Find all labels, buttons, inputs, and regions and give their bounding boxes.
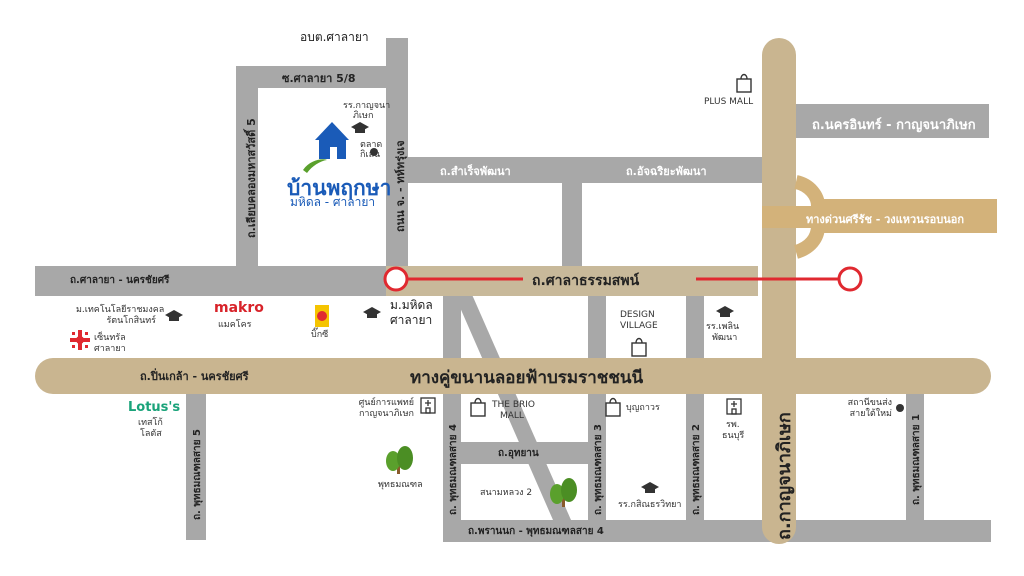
label-rr-phoem-1: รร.เพลิน <box>706 322 740 332</box>
shopping-bag-icon <box>470 397 486 417</box>
road-samret <box>386 157 764 183</box>
bigc-logo-icon <box>315 305 329 327</box>
lotus-logo: Lotus's <box>128 400 181 415</box>
road-label-salaya-nakhon: ถ.ศาลายา - นครชัยศรี <box>70 275 170 286</box>
road-label-kanchanarat: ถนน จ. - ทห์ทรุ่งเจ <box>394 140 407 232</box>
road-phutthamonthon4 <box>443 296 461 540</box>
label-bigc: บิ๊กซี <box>311 330 329 340</box>
label-rmut-2: รัตนโกสินทร์ <box>106 316 156 326</box>
label-central-2: ศาลายา <box>94 344 126 354</box>
road-label-pinklao: ถ.ปิ่นเกล้า - นครชัยศรี <box>140 370 249 383</box>
road-label-phutthamonthon5: ถ. พุทธมณฑลสาย 5 <box>192 429 203 520</box>
road-sieb-klong <box>236 66 258 278</box>
label-thonburi-2: ธนบุรี <box>722 431 745 441</box>
bus-station-dot-icon <box>896 404 904 412</box>
label-design-2: VILLAGE <box>620 321 658 331</box>
road-label-salathammasop: ถ.ศาลาธรรมสพน์ <box>532 273 640 289</box>
house-icon <box>315 122 349 159</box>
label-sanam-luang: สนามหลวง 2 <box>480 488 533 498</box>
graduation-cap-icon <box>641 482 659 493</box>
brand-name: บ้านพฤกษา <box>287 176 392 200</box>
graduation-cap-icon <box>351 122 369 133</box>
label-plus-mall: PLUS MALL <box>704 97 754 107</box>
hospital-icon <box>420 397 436 414</box>
makro-logo: makro <box>214 300 264 316</box>
marker-start <box>383 266 409 292</box>
graduation-cap-icon <box>716 306 734 317</box>
label-rr-satit: รร.กสิณธรวิทยา <box>618 500 682 510</box>
label-mahidol-1: ม.มหิดล <box>390 298 433 312</box>
label-rr-kanchana-2: ภิเษก <box>353 111 374 121</box>
road-label-phutthamonthon3: ถ. พุทธมณฑลสาย 3 <box>593 424 604 515</box>
road-label-boromratchachonnanee: ทางคู่ขนานลอยฟ้าบรมราชชนนี <box>410 368 644 388</box>
road-expressway <box>762 206 990 228</box>
label-talad-1: ตลาด <box>360 140 383 150</box>
label-rr-kanchana-1: รร.กาญจนา <box>343 101 391 111</box>
label-mahidol-2: ศาลายา <box>390 313 433 327</box>
road-label-salaya-58: ซ.ศาลายา 5/8 <box>282 72 356 85</box>
label-hospital-1: ศูนย์การแพทย์ <box>358 398 414 408</box>
graduation-cap-icon <box>363 307 381 318</box>
label-bunthavorn: บุญถาวร <box>626 403 660 413</box>
road-phranon <box>443 520 991 542</box>
road-label-kanchanaphisek: ถ.กาญจนาภิเษก <box>774 412 795 540</box>
road-phutthamonthon3 <box>588 296 606 540</box>
road-phutthamonthon5 <box>186 392 206 540</box>
road-label-atchariya: ถ.อัจฉริยะพัฒนา <box>626 165 707 178</box>
label-design-1: DESIGN <box>620 310 655 320</box>
label-brio-2: MALL <box>500 411 524 421</box>
shopping-bag-icon <box>605 397 621 417</box>
road-label-phranon: ถ.พรานนก - พุทธมณฑลสาย 4 <box>468 526 604 537</box>
graduation-cap-icon <box>165 310 183 321</box>
road-label-expressway: ทางด่วนศรีรัช - วงแหวนรอบนอก <box>806 213 964 226</box>
label-brio-1: THE BRIO <box>492 400 535 410</box>
label-bus-2: สายใต้ใหม่ <box>849 409 892 419</box>
label-lotus-1: เทสโก้ <box>138 418 163 428</box>
road-connector <box>562 183 582 269</box>
hospital-icon <box>726 398 742 415</box>
label-talad-2: กิเลน <box>360 150 381 160</box>
minor-roads <box>35 38 991 542</box>
label-bus-1: สถานีขนส่ง <box>847 398 892 408</box>
road-label-nakhon-in: ถ.นครอินทร์ - กาญจนาภิเษก <box>812 118 976 133</box>
tree-icon <box>386 446 413 474</box>
label-hospital-2: กาญจนาภิเษก <box>358 409 414 419</box>
shopping-bag-icon <box>631 337 647 357</box>
label-thonburi-1: รพ. <box>726 420 740 430</box>
label-lotus-2: โลตัส <box>140 429 162 439</box>
label-rr-phoem-2: พัฒนา <box>712 333 738 343</box>
road-kanchanaphisek <box>762 38 796 544</box>
road-diagonal <box>455 290 571 520</box>
brand-subtitle: มหิดล - ศาลายา <box>290 195 376 209</box>
central-logo-icon <box>70 330 90 350</box>
label-obt-salaya: อบต.ศาลายา <box>300 30 369 44</box>
shopping-bag-icon <box>736 73 752 93</box>
road-boromratchachonnanee <box>35 358 991 394</box>
road-nakhon-in <box>795 104 989 138</box>
marker-label-bg <box>523 268 696 290</box>
label-makro: แมคโคร <box>218 320 252 330</box>
label-central-1: เซ็นทรัล <box>94 333 126 343</box>
road-label-phutthamonthon4: ถ. พุทธมณฑลสาย 4 <box>448 424 459 515</box>
road-phutthamonthon1 <box>906 392 924 522</box>
label-rmut-1: ม.เทคโนโลยีราชมงคล <box>76 305 165 315</box>
marker-end <box>837 266 863 292</box>
road-label-phutthamonthon1: ถ. พุทธมณฑลสาย 1 <box>911 414 922 505</box>
road-label-samret: ถ.สำเร็จพัฒนา <box>440 165 511 178</box>
market-dot-icon <box>370 148 378 156</box>
road-label-utthayan: ถ.อุทยาน <box>498 448 539 459</box>
road-soi-salaya-58 <box>236 66 408 88</box>
label-buddhamonthon: พุทธมณฑล <box>378 480 423 490</box>
leaf-icon <box>303 159 327 173</box>
road-label-phutthamonthon2: ถ. พุทธมณฑลสาย 2 <box>691 424 702 515</box>
road-phutthamonthon2 <box>686 296 704 540</box>
road-label-sieb-klong: ถ.เลียบคลองมหาสวัสดิ์ 5 <box>245 118 258 238</box>
tree-icon <box>550 478 577 507</box>
